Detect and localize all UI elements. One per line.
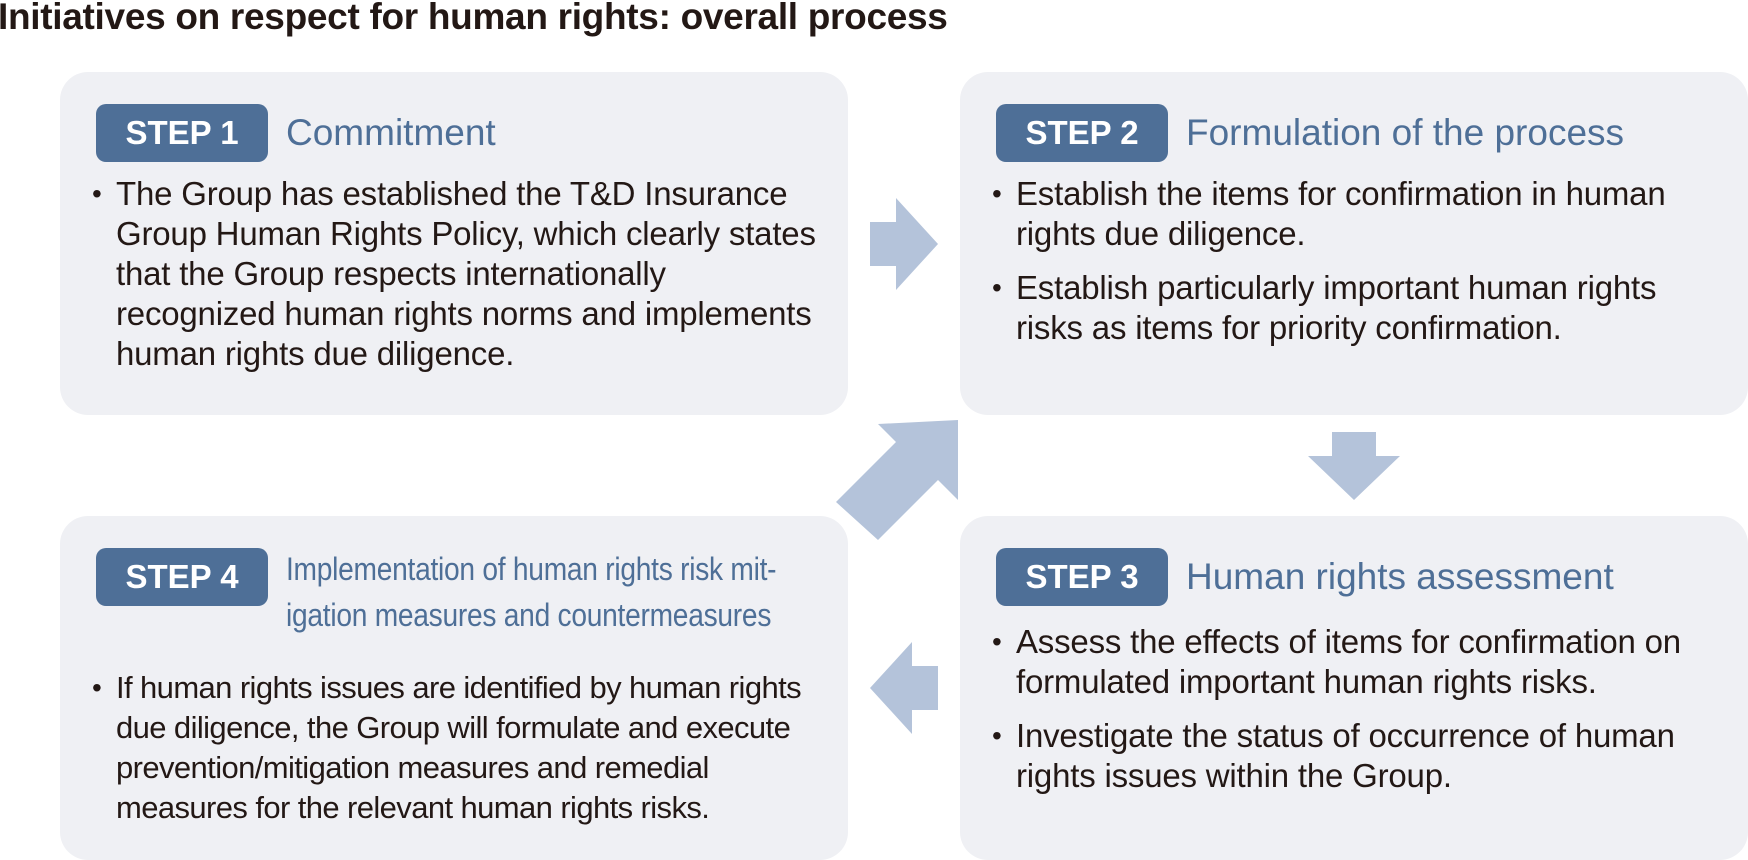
step-1-heading: Commitment bbox=[286, 112, 496, 153]
step-1-card: STEP 1 Commitment • The Group has establi… bbox=[60, 72, 848, 415]
step-2-bullet: • Establish particularly important human … bbox=[992, 268, 1728, 348]
step-4-bullet: • If human rights issues are identified b… bbox=[92, 668, 828, 828]
arrow-step1-to-step2 bbox=[870, 198, 938, 290]
arrow-step4-to-step1 bbox=[836, 420, 958, 540]
bullet-dot-icon: • bbox=[92, 672, 102, 703]
step-2-bullet-list: • Establish the items for confirmation in… bbox=[992, 174, 1728, 362]
arrow-step3-to-step4 bbox=[870, 642, 938, 734]
step-4-bullet-list: • If human rights issues are identified b… bbox=[92, 668, 828, 842]
bullet-dot-icon: • bbox=[992, 626, 1002, 657]
step-3-heading: Human rights assessment bbox=[1186, 556, 1614, 597]
step-1-bullet: • The Group has established the T&D Insur… bbox=[92, 174, 828, 374]
step-1-bullet-list: • The Group has established the T&D Insur… bbox=[92, 174, 828, 388]
step-2-bullet-text: Establish particularly important human r… bbox=[1016, 269, 1657, 346]
bullet-dot-icon: • bbox=[92, 178, 102, 209]
arrow-down-icon bbox=[1308, 432, 1400, 500]
step-3-card: STEP 3 Human rights assessment • Assess t… bbox=[960, 516, 1748, 860]
step-4-badge: STEP 4 bbox=[96, 548, 268, 606]
bullet-dot-icon: • bbox=[992, 272, 1002, 303]
arrow-left-icon bbox=[870, 642, 938, 734]
step-3-bullet-list: • Assess the effects of items for confirm… bbox=[992, 622, 1728, 810]
step-2-card: STEP 2 Formulation of the process • Estab… bbox=[960, 72, 1748, 415]
bullet-dot-icon: • bbox=[992, 720, 1002, 751]
arrow-step2-to-step3 bbox=[1308, 432, 1400, 500]
arrow-up-right-icon bbox=[836, 420, 958, 540]
step-3-badge: STEP 3 bbox=[996, 548, 1168, 606]
bullet-dot-icon: • bbox=[992, 178, 1002, 209]
step-1-badge: STEP 1 bbox=[96, 104, 268, 162]
step-3-bullet: • Assess the effects of items for confirm… bbox=[992, 622, 1728, 702]
step-4-bullet-text: If human rights issues are identified by… bbox=[116, 670, 802, 825]
step-3-bullet-text: Investigate the status of occurrence of … bbox=[1016, 717, 1675, 794]
step-4-heading: Implementation of human rights risk mit­… bbox=[286, 551, 777, 633]
step-1-bullet-text: The Group has established the T&D Insura… bbox=[116, 175, 816, 372]
step-4-card: STEP 4 Implementation of human rights ri… bbox=[60, 516, 848, 860]
arrow-right-icon bbox=[870, 198, 938, 290]
step-3-bullet-text: Assess the effects of items for confirma… bbox=[1016, 623, 1681, 700]
step-2-bullet-text: Establish the items for confirmation in … bbox=[1016, 175, 1666, 252]
step-2-bullet: • Establish the items for confirmation in… bbox=[992, 174, 1728, 254]
page-title: Initiatives on respect for human rights:… bbox=[0, 0, 948, 37]
step-2-heading: Formulation of the process bbox=[1186, 112, 1625, 153]
step-2-badge: STEP 2 bbox=[996, 104, 1168, 162]
step-3-bullet: • Investigate the status of occurrence of… bbox=[992, 716, 1728, 796]
